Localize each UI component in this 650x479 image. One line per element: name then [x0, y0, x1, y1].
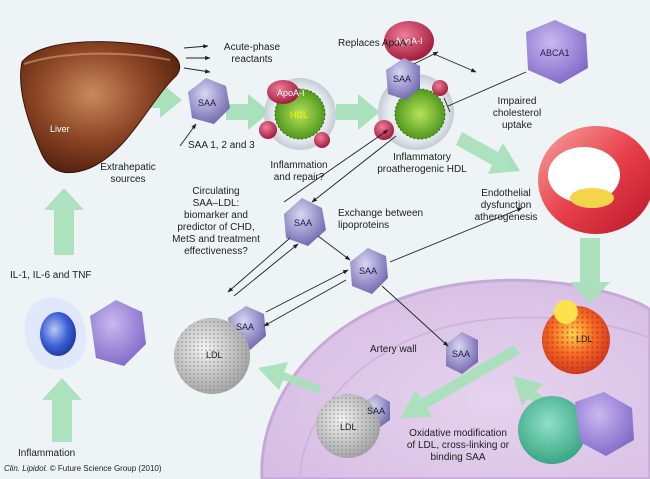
label-impaired-uptake: Impaired cholesterol uptake — [492, 96, 542, 131]
abca1-label: ABCA1 — [540, 48, 570, 58]
lymphocyte-cell — [90, 300, 146, 366]
label-circulating-saa-ldl: Circulating SAA–LDL: biomarker and predi… — [172, 186, 260, 257]
flow-arrow-up-inflammation — [42, 378, 82, 442]
label-inflammatory-hdl: Inflammatory proatherogenic HDL — [377, 152, 467, 175]
saa-protein-hdl — [386, 58, 420, 100]
macrophage-cell — [518, 392, 634, 464]
arrow-abca1-inhibit — [447, 71, 527, 107]
oxidized-ldl-particle — [542, 300, 610, 374]
arrow-acute-3 — [183, 67, 211, 74]
saa-label-oxldl: SAA — [367, 406, 386, 416]
saa-protein-mid — [284, 198, 326, 246]
arrow-exchange-endothelial — [389, 207, 523, 263]
credit-journal: Clin. Lipidol. — [4, 464, 48, 473]
hdl-particle-2 — [374, 74, 454, 150]
label-cytokines: IL-1, IL-6 and TNF — [10, 270, 92, 281]
flow-arrow-down-artery — [570, 238, 610, 304]
saa-label-mid: SAA — [294, 218, 313, 228]
label-acute-phase: Acute-phase reactants — [223, 42, 281, 65]
label-replaces-apoa1: Replaces ApoA-I — [338, 38, 413, 49]
liver — [20, 41, 181, 174]
arrow-extrahepatic-saa — [179, 123, 197, 147]
arrow-hdl-saa-down — [311, 135, 397, 203]
saa-label-exchange: SAA — [359, 266, 378, 276]
hdl-label: HDL — [290, 110, 309, 120]
thin-arrows — [179, 44, 527, 347]
label-inflammation: Inflammation — [18, 448, 76, 459]
label-saa-123: SAA 1, 2 and 3 — [188, 140, 255, 151]
ldl-label-wall: LDL — [340, 422, 357, 432]
abca1-transporter — [526, 20, 588, 84]
artery-wall-membrane — [299, 316, 650, 479]
flow-arrow-up-liver — [44, 188, 84, 255]
saa-protein-wall — [446, 332, 478, 374]
flow-arrow-hdl-inflam — [336, 94, 380, 130]
arrow-apoa1-abca1 — [433, 53, 477, 73]
ldl-particle-wall — [316, 394, 380, 458]
apoa1-protein-top — [384, 21, 434, 61]
flow-arrow-ldl-to-circ-ldl — [258, 362, 321, 394]
ldl-label-oxidized: LDL — [576, 334, 593, 344]
monocyte-cell — [24, 297, 87, 370]
saa-label-top: SAA — [198, 98, 217, 108]
arrow-acute-1 — [183, 44, 209, 49]
ldl-particle-circulating — [174, 318, 250, 394]
apoa1-top-label: ApoA-I — [395, 36, 423, 46]
flow-arrows — [42, 82, 610, 442]
saa-label-wall: SAA — [452, 349, 471, 359]
artery-cross-section — [538, 126, 650, 234]
label-inflammation-repair: Inflammation and repair? — [270, 160, 328, 183]
arrow-saa-mid-ldl — [227, 237, 291, 293]
label-oxidative-modification: Oxidative modification of LDL, cross-lin… — [406, 428, 510, 463]
saa-protein-top — [188, 78, 230, 124]
label-extrahepatic: Extrahepatic sources — [100, 162, 156, 185]
arrow-saa-exchange-ldl — [263, 279, 347, 327]
ldl-label-circulating: LDL — [206, 350, 223, 360]
arrow-saa-wall — [381, 285, 449, 347]
flow-arrow-oxldl-to-ldl — [400, 345, 520, 418]
credit-rest: © Future Science Group (2010) — [47, 464, 162, 473]
arrow-abca1-inhibit-bar — [443, 97, 451, 113]
arrow-saa-mid-exchange — [317, 235, 351, 261]
saa-label-hdl: SAA — [393, 74, 412, 84]
label-exchange: Exchange between lipoproteins — [338, 208, 424, 231]
label-artery-wall: Artery wall — [370, 344, 417, 355]
hdl-particle-1 — [259, 78, 336, 150]
hdl-apoa1-label: ApoA-I — [277, 88, 305, 98]
flow-arrow-to-artery — [456, 132, 520, 174]
liver-label: Liver — [50, 124, 70, 134]
arrow-ldl-saa-mid — [233, 243, 299, 297]
arrow-ldl-saa-exchange — [265, 269, 349, 313]
label-endothelial: Endothelial dysfunction atherogenesis — [474, 188, 538, 223]
flow-arrow-saa-hdl — [226, 94, 270, 130]
figure-credit: Clin. Lipidol. © Future Science Group (2… — [4, 464, 162, 473]
arrow-saa-mid-hdl — [283, 129, 389, 203]
saa-protein-exchange — [350, 248, 388, 294]
saa-label-ldl: SAA — [236, 322, 255, 332]
